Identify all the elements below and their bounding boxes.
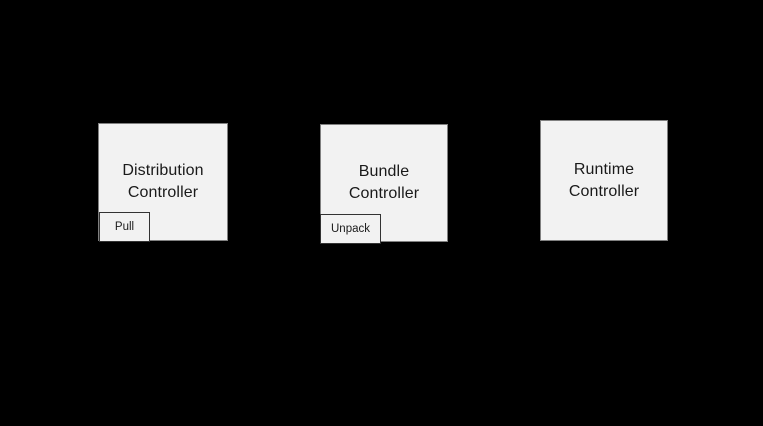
node-bundle-controller-label: Bundle Controller [348,163,420,202]
tab-unpack-label: Unpack [331,223,370,235]
node-runtime-controller-label: Runtime Controller [568,160,640,200]
tab-pull-label: Pull [114,221,135,233]
node-runtime-controller[interactable]: Runtime Controller [540,120,668,241]
tab-unpack[interactable]: Unpack [320,214,381,244]
node-distribution-controller-label: Distribution Controller [122,162,204,201]
tab-pull[interactable]: Pull [99,212,150,242]
